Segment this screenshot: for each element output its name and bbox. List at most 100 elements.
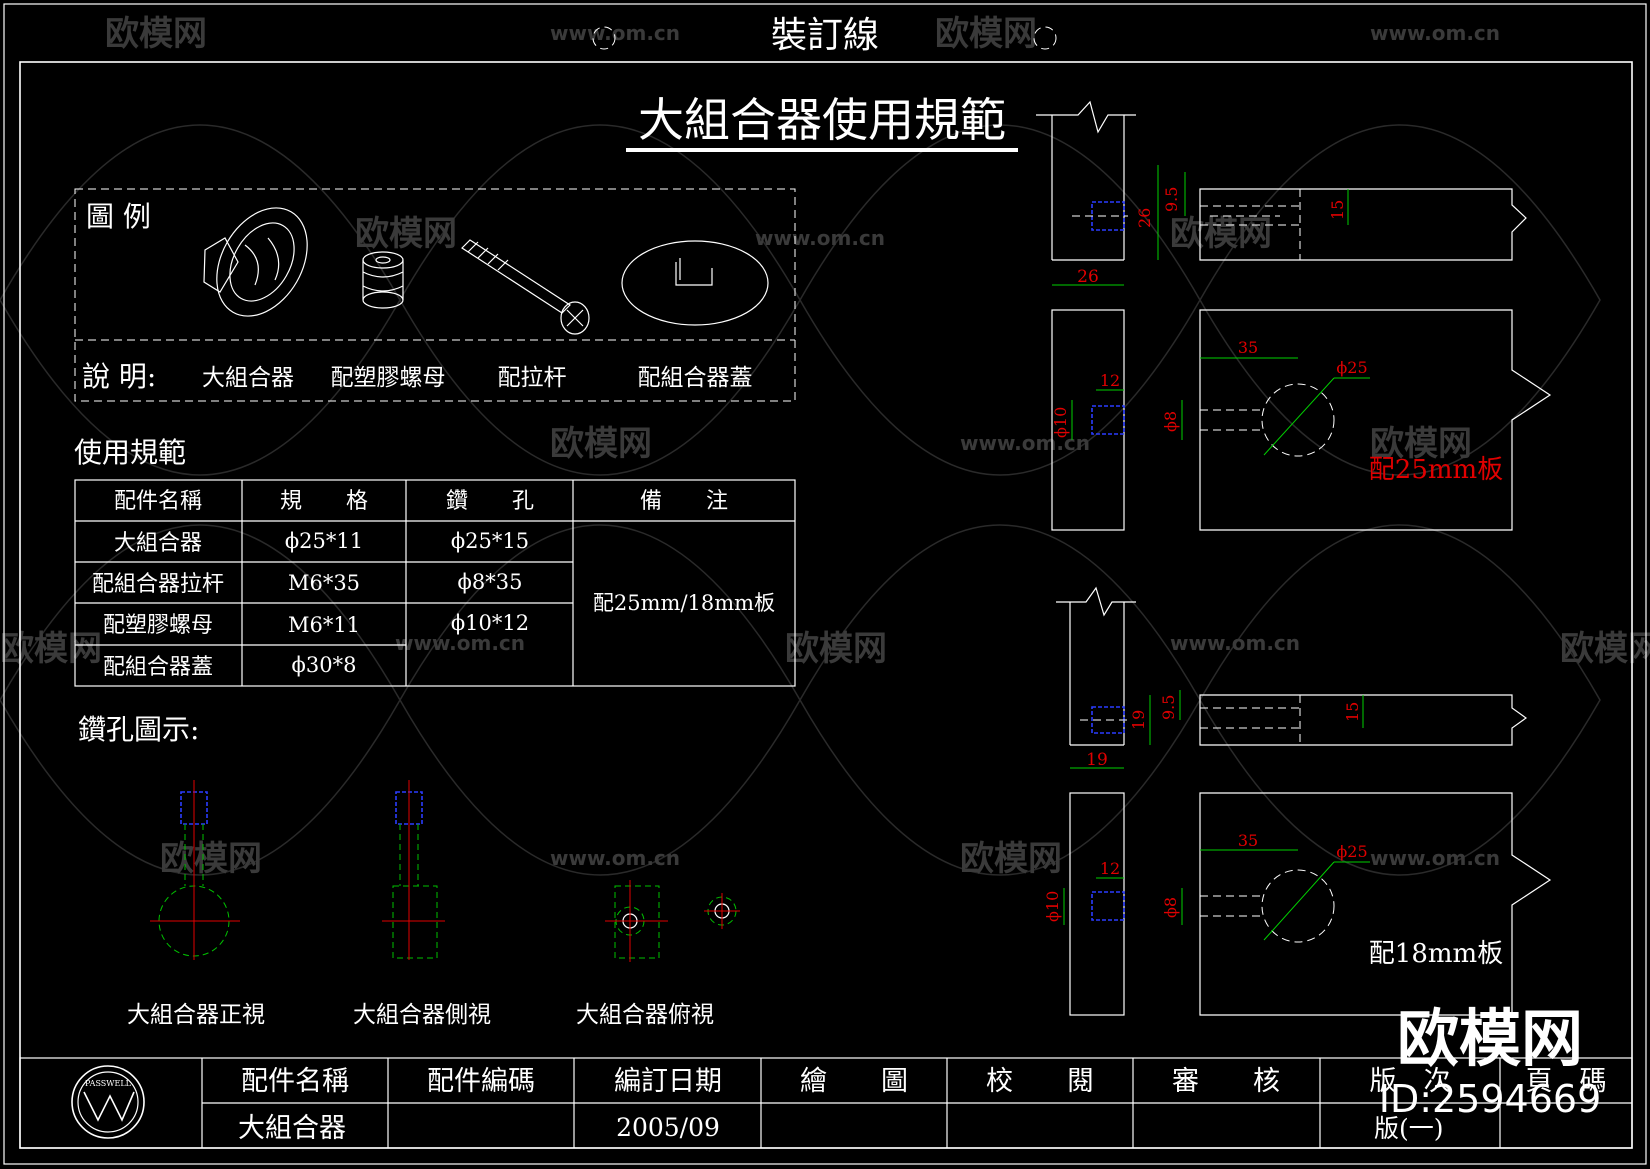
spec-header-size: 規 格: [280, 489, 368, 514]
spec-row-hole: ϕ8*35: [458, 570, 523, 594]
watermark-brand: 欧模网: [1560, 629, 1650, 669]
passwell-logo: PASSWELL: [71, 1065, 145, 1139]
tb-value-part-name: 大組合器: [238, 1113, 346, 1144]
watermark-brand: 欧模网: [1370, 424, 1472, 464]
drill-top-view: [605, 880, 740, 962]
watermark-brand: 欧模网: [355, 214, 457, 254]
watermark-brand-large: 欧模网: [1397, 1002, 1583, 1075]
dim-nut-depth: 12: [1100, 859, 1120, 878]
cap-icon: [621, 240, 769, 326]
spec-row-size: M6*11: [288, 613, 360, 637]
spec-table: 配件名稱 規 格 鑽 孔 備 注 大組合器 ϕ25*11 ϕ25*15 配組合器…: [74, 479, 796, 687]
page-title: 大組合器使用規範: [638, 93, 1006, 147]
detail-25-top: 26 9.5 15 26: [1036, 100, 1527, 287]
watermark-url: www.om.cn: [550, 846, 680, 870]
spec-heading: 使用規範: [74, 436, 186, 469]
watermark-url: www.om.cn: [960, 431, 1090, 455]
spec-row-name: 配組合器拉杆: [92, 572, 224, 597]
dim-distance: 35: [1238, 831, 1258, 850]
dim-nut-diameter: ϕ10: [1043, 891, 1062, 922]
drill-view-side-label: 大組合器側視: [353, 1002, 491, 1028]
dim-nut-diameter: ϕ10: [1051, 407, 1070, 438]
watermark-id: ID:2594669: [1379, 1077, 1602, 1121]
legend-item-nut: 配塑膠螺母: [331, 365, 446, 391]
drill-view-front-label: 大組合器正視: [127, 1002, 265, 1028]
spec-row-size: ϕ25*11: [285, 529, 363, 553]
legend-item-cam: 大組合器: [202, 365, 294, 391]
legend-desc-label: 說 明:: [82, 360, 156, 393]
watermark-brand: 欧模网: [1170, 214, 1272, 254]
outer-border: [3, 3, 1647, 1165]
drill-side-view: [382, 780, 445, 960]
tb-header-drawn: 繪 圖: [800, 1066, 908, 1097]
tb-header-version: 版 次: [1370, 1066, 1451, 1097]
drill-heading: 鑽孔圖示:: [78, 713, 199, 746]
watermark-brand: 欧模网: [105, 14, 207, 54]
dim-rod-diameter: ϕ8: [1161, 897, 1180, 918]
dim-offset: 9.5: [1162, 187, 1181, 212]
binding-hole-right: [1033, 26, 1057, 50]
watermark-brand: 欧模网: [550, 424, 652, 464]
tb-header-page: 頁 碼: [1526, 1066, 1607, 1097]
spec-row-hole: ϕ25*15: [451, 529, 529, 553]
watermark-brand: 欧模网: [160, 839, 262, 879]
spec-row-name: 大組合器: [114, 531, 202, 556]
spec-header-hole: 鑽 孔: [446, 489, 534, 514]
watermark-brand: 欧模网: [935, 14, 1037, 54]
spec-header-name: 配件名稱: [114, 489, 202, 514]
watermark-brand: 欧模网: [0, 629, 102, 669]
dim-offset: 9.5: [1159, 695, 1178, 720]
binding-line-label: 裝訂線: [771, 15, 879, 56]
dim-nut-depth: 12: [1100, 371, 1120, 390]
dim-depth: 15: [1328, 200, 1347, 220]
dim-board-thickness: 26: [1135, 208, 1154, 228]
watermark-url: www.om.cn: [550, 21, 680, 45]
detail-25-label: 配25mm板: [1369, 455, 1503, 485]
drill-view-top-label: 大組合器俯視: [576, 1002, 714, 1028]
legend-item-rod: 配拉杆: [498, 365, 567, 391]
dim-cam-diameter: ϕ25: [1336, 842, 1367, 861]
watermark-url: www.om.cn: [755, 226, 885, 250]
binding-hole-left: [592, 26, 616, 50]
watermark-brand: 欧模网: [785, 629, 887, 669]
spec-header-remark: 備 注: [640, 489, 728, 514]
plastic-nut-icon: [362, 251, 404, 309]
tb-header-part-code: 配件編碼: [427, 1066, 535, 1097]
watermark-url: www.om.cn: [1370, 846, 1500, 870]
dim-distance: 35: [1238, 338, 1258, 357]
dim-width: 19: [1086, 750, 1108, 770]
dim-width: 26: [1077, 267, 1099, 287]
watermark-url: www.om.cn: [1170, 631, 1300, 655]
detail-18-top: 19 9.5 15 19: [1056, 586, 1528, 770]
legend-label: 圖 例: [86, 200, 151, 233]
spec-remark: 配25mm/18mm板: [593, 591, 775, 615]
spec-row-hole: ϕ10*12: [451, 611, 529, 635]
tb-value-version: 版(一): [1374, 1114, 1444, 1143]
drill-front-view: [150, 780, 240, 960]
rod-icon: [461, 239, 590, 335]
watermark-url: www.om.cn: [395, 631, 525, 655]
logo-text: PASSWELL: [85, 1079, 132, 1088]
dim-depth: 15: [1343, 702, 1362, 722]
dim-cam-diameter: ϕ25: [1336, 358, 1367, 377]
dim-board-thickness: 19: [1129, 710, 1148, 730]
spec-row-name: 配組合器蓋: [103, 655, 213, 680]
tb-header-approved: 審 核: [1172, 1066, 1280, 1097]
legend-box: [74, 188, 796, 402]
spec-row-size: M6*35: [288, 571, 360, 595]
legend-item-cap: 配組合器蓋: [638, 365, 753, 391]
title-block: PASSWELL 配件名稱 配件編碼 編訂日期 繪 圖 校 閱 審 核 版 次 …: [19, 1057, 1633, 1149]
tb-header-checked: 校 閱: [986, 1066, 1094, 1097]
detail-18-bottom: 35 ϕ25 12 ϕ10 ϕ8 配18mm板: [1043, 792, 1552, 1016]
detail-25-bottom: 35 ϕ25 12 ϕ10 ϕ8 配25mm板: [1051, 309, 1552, 531]
cam-lock-icon: [203, 207, 308, 317]
tb-header-date: 編訂日期: [614, 1066, 722, 1097]
watermark-url: www.om.cn: [1370, 21, 1500, 45]
watermark-pattern: 欧模网 www.om.cn 欧模网 www.om.cn 欧模网 www.om.c…: [0, 14, 1650, 879]
spec-row-name: 配塑膠螺母: [103, 613, 213, 638]
detail-18-label: 配18mm板: [1369, 939, 1503, 969]
dim-rod-diameter: ϕ8: [1161, 411, 1180, 432]
spec-row-size: ϕ30*8: [292, 653, 357, 677]
watermark-brand: 欧模网: [960, 839, 1062, 879]
